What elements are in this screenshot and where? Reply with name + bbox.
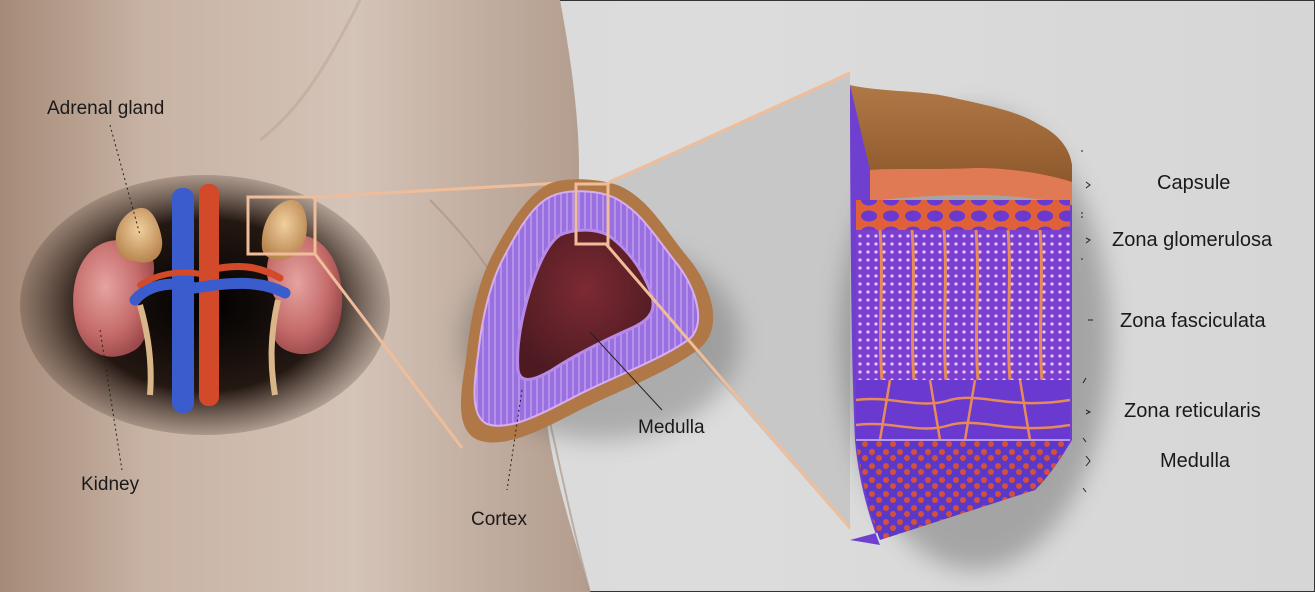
label-adrenal-gland: Adrenal gland bbox=[47, 99, 164, 118]
vena-cava bbox=[172, 188, 194, 413]
label-zona-reticularis: Zona reticularis bbox=[1124, 401, 1261, 421]
label-capsule: Capsule bbox=[1157, 173, 1230, 193]
label-zona-glomerulosa: Zona glomerulosa bbox=[1112, 230, 1272, 250]
zona-fasciculata-layer bbox=[856, 230, 1070, 380]
label-medulla-gland: Medulla bbox=[638, 418, 705, 437]
aorta bbox=[199, 184, 219, 406]
label-kidney: Kidney bbox=[81, 475, 139, 494]
label-zona-fasciculata: Zona fasciculata bbox=[1120, 311, 1266, 331]
label-medulla-zone: Medulla bbox=[1160, 451, 1230, 471]
label-cortex: Cortex bbox=[471, 510, 527, 529]
zona-glomerulosa-layer bbox=[856, 200, 1070, 230]
